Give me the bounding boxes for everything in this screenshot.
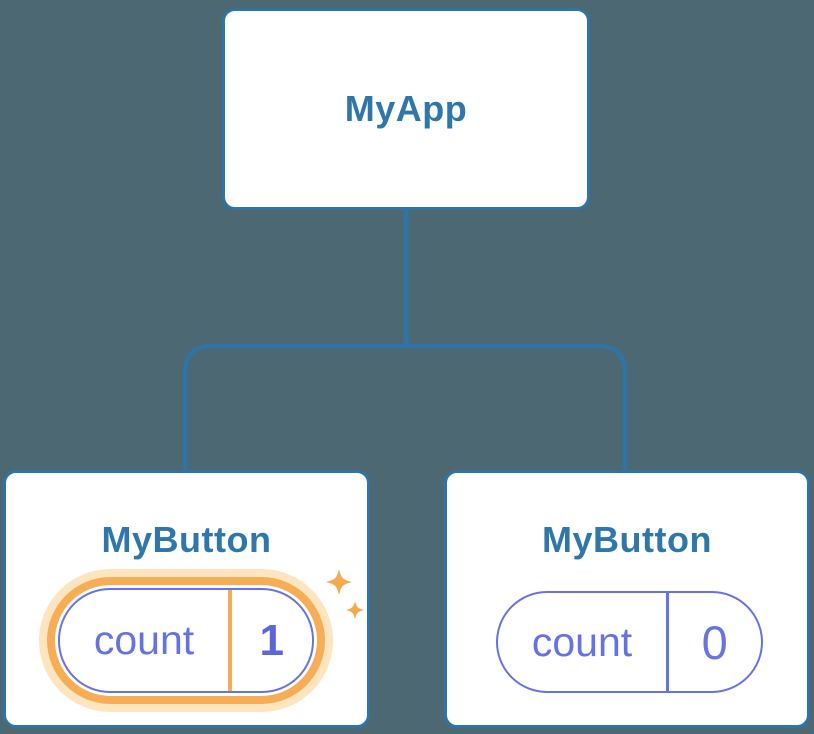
sparkle-icon (326, 569, 364, 619)
component-label: MyButton (101, 519, 272, 560)
sparkle-small-icon (346, 601, 364, 619)
state-highlight-glow: count 1 (39, 569, 333, 712)
sparkle-large-icon (326, 569, 352, 595)
state-pill: count 1 (58, 588, 314, 693)
component-node-button-1: MyButton count 1 (3, 470, 370, 728)
state-value: 1 (259, 615, 284, 665)
component-node-button-2: MyButton count 0 (444, 470, 810, 728)
component-label: MyApp (344, 88, 468, 129)
component-label: MyButton (542, 519, 712, 560)
state-pill-divider (666, 593, 669, 691)
edge-children-bracket (182, 343, 628, 472)
state-key: count (93, 617, 195, 663)
state-key: count (531, 618, 633, 665)
state-pill-divider (228, 590, 232, 691)
component-node-root: MyApp (222, 8, 590, 210)
state-value: 0 (701, 615, 728, 669)
state-pill: count 0 (496, 591, 763, 693)
state-highlight-ring: count 1 (47, 577, 325, 704)
